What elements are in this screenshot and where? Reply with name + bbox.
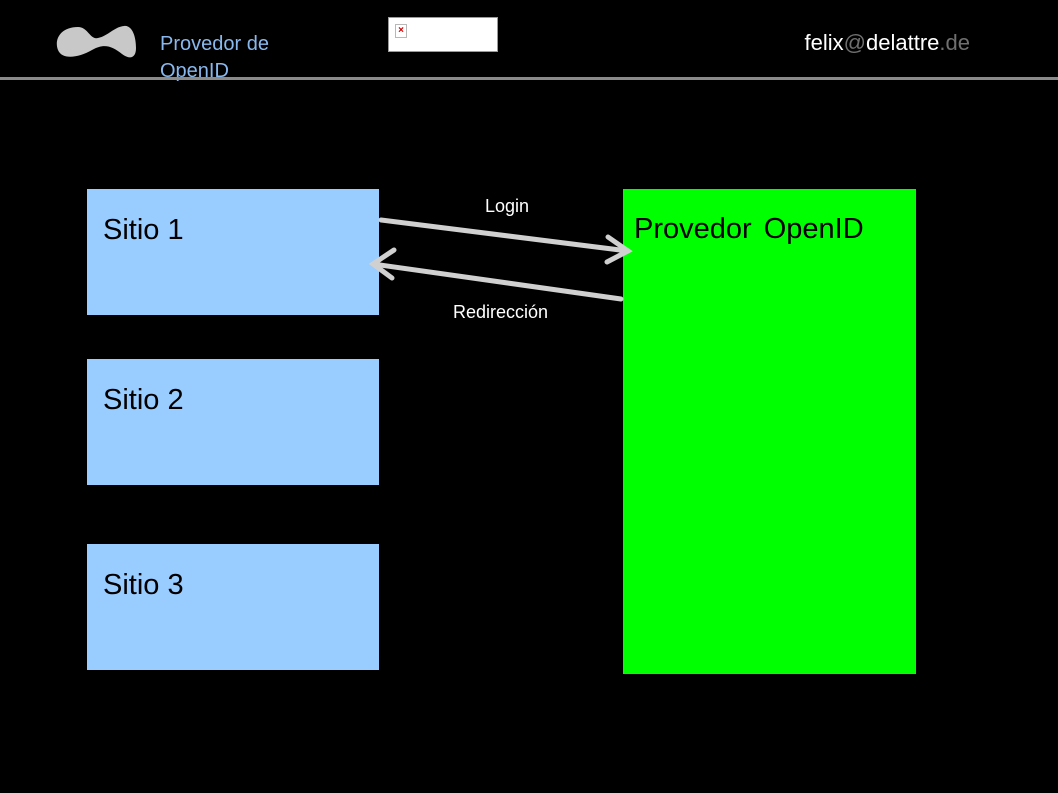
author-email: felix@delattre.de: [805, 30, 970, 56]
broken-image: ×: [388, 17, 498, 52]
login-arrow: [378, 217, 633, 265]
broken-image-icon: ×: [395, 24, 407, 38]
redirect-arrow: [368, 247, 624, 302]
email-at: @: [843, 30, 867, 55]
provider-box-label: Provedor OpenID: [634, 213, 864, 245]
redirect-arrow-label: Redirección: [453, 302, 549, 322]
site-box-2: Sitio 2: [87, 359, 379, 485]
login-arrow-label: Login: [485, 196, 530, 216]
logo-shape-icon: [56, 25, 136, 58]
site-box-label: Sitio 1: [103, 214, 184, 246]
site-box-label: Sitio 2: [103, 384, 184, 416]
email-tld: .de: [939, 30, 970, 55]
openid-provider-box: Provedor OpenID: [623, 189, 916, 674]
header-title: Provedor de OpenID: [160, 33, 269, 82]
email-domain: delattre: [866, 30, 940, 55]
email-user: felix: [804, 30, 844, 55]
site-box-3: Sitio 3: [87, 544, 379, 670]
site-box-label: Sitio 3: [103, 569, 184, 601]
header-divider: [0, 77, 1058, 80]
site-box-1: Sitio 1: [87, 189, 379, 315]
